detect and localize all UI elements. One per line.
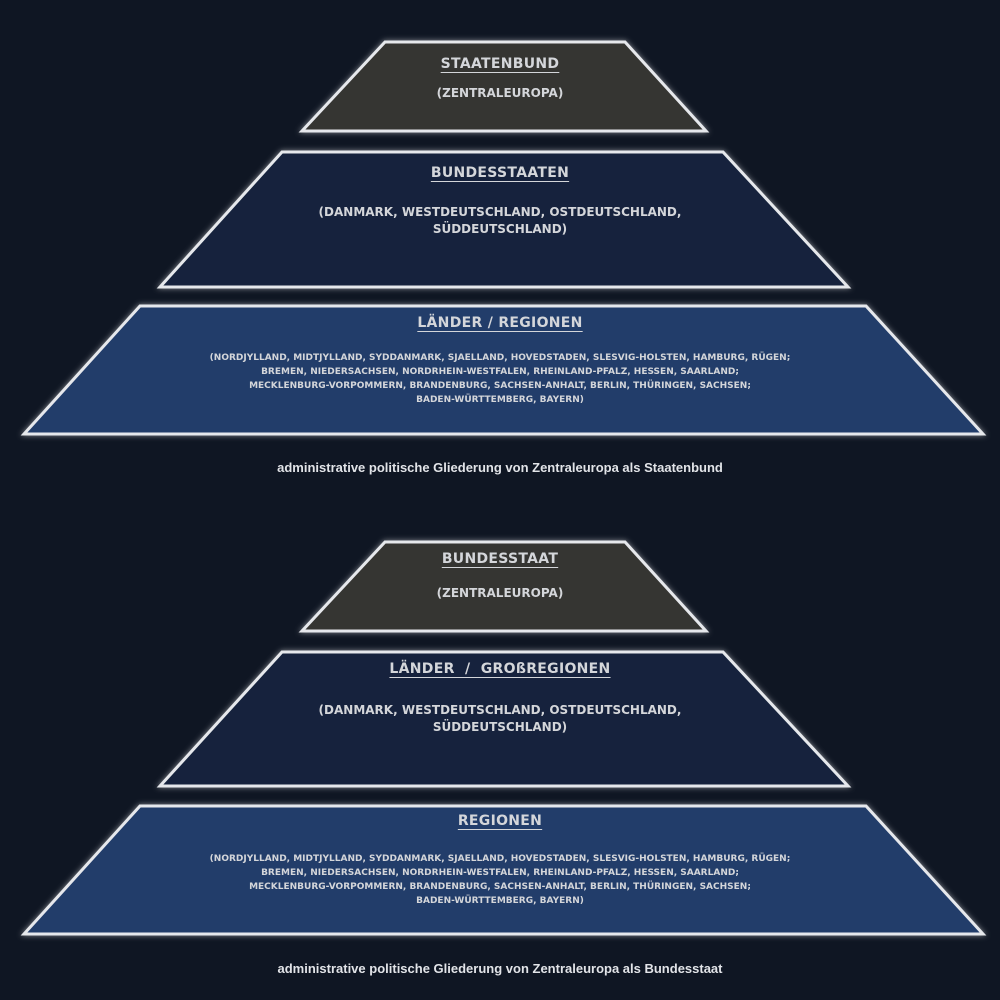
- level3-text-line: (NORDJYLLAND, MIDTJYLLAND, SYDDANMARK, S…: [209, 854, 791, 864]
- level1-text: (ZENTRALEUROPA): [436, 586, 564, 600]
- level1-text: (ZENTRALEUROPA): [436, 86, 564, 100]
- level3-text-line: MECKLENBURG-VORPOMMERN, BRANDENBURG, SAC…: [249, 882, 751, 892]
- caption: administrative politische Gliederung von…: [277, 961, 723, 976]
- level2-text-line: SÜDDEUTSCHLAND): [432, 222, 568, 236]
- level3-text-line: (NORDJYLLAND, MIDTJYLLAND, SYDDANMARK, S…: [209, 353, 791, 363]
- level3-text-line: MECKLENBURG-VORPOMMERN, BRANDENBURG, SAC…: [249, 381, 751, 391]
- level3-trapezoid: [20, 804, 987, 936]
- pyramid-staatenbund: [20, 40, 987, 436]
- level2-text-line: (DANMARK, WESTDEUTSCHLAND, OSTDEUTSCHLAN…: [318, 703, 682, 717]
- level3-text-line: BREMEN, NIEDERSACHSEN, NORDRHEIN-WESTFAL…: [261, 367, 739, 377]
- level3-trapezoid: [20, 304, 987, 436]
- pyramid-bundesstaat: [20, 540, 987, 936]
- level1-title: BUNDESSTAAT: [441, 551, 559, 567]
- level1-trapezoid: [298, 540, 710, 633]
- level1-trapezoid: [298, 40, 710, 133]
- level2-title: BUNDESSTAATEN: [430, 165, 570, 181]
- level3-title: LÄNDER / REGIONEN: [417, 315, 583, 331]
- level3-text-line: BREMEN, NIEDERSACHSEN, NORDRHEIN-WESTFAL…: [261, 868, 739, 878]
- level3-text-line: BADEN-WÜRTTEMBERG, BAYERN): [416, 896, 584, 906]
- level2-text-line: SÜDDEUTSCHLAND): [432, 720, 568, 734]
- level2-trapezoid: [156, 150, 852, 289]
- level3-title: REGIONEN: [457, 813, 543, 829]
- level1-title: STAATENBUND: [440, 56, 560, 72]
- level2-trapezoid: [156, 650, 852, 788]
- level2-title: LÄNDER / GROßREGIONEN: [389, 661, 611, 677]
- level3-text-line: BADEN-WÜRTTEMBERG, BAYERN): [416, 395, 584, 405]
- caption: administrative politische Gliederung von…: [277, 460, 723, 475]
- level2-text-line: (DANMARK, WESTDEUTSCHLAND, OSTDEUTSCHLAN…: [318, 205, 682, 219]
